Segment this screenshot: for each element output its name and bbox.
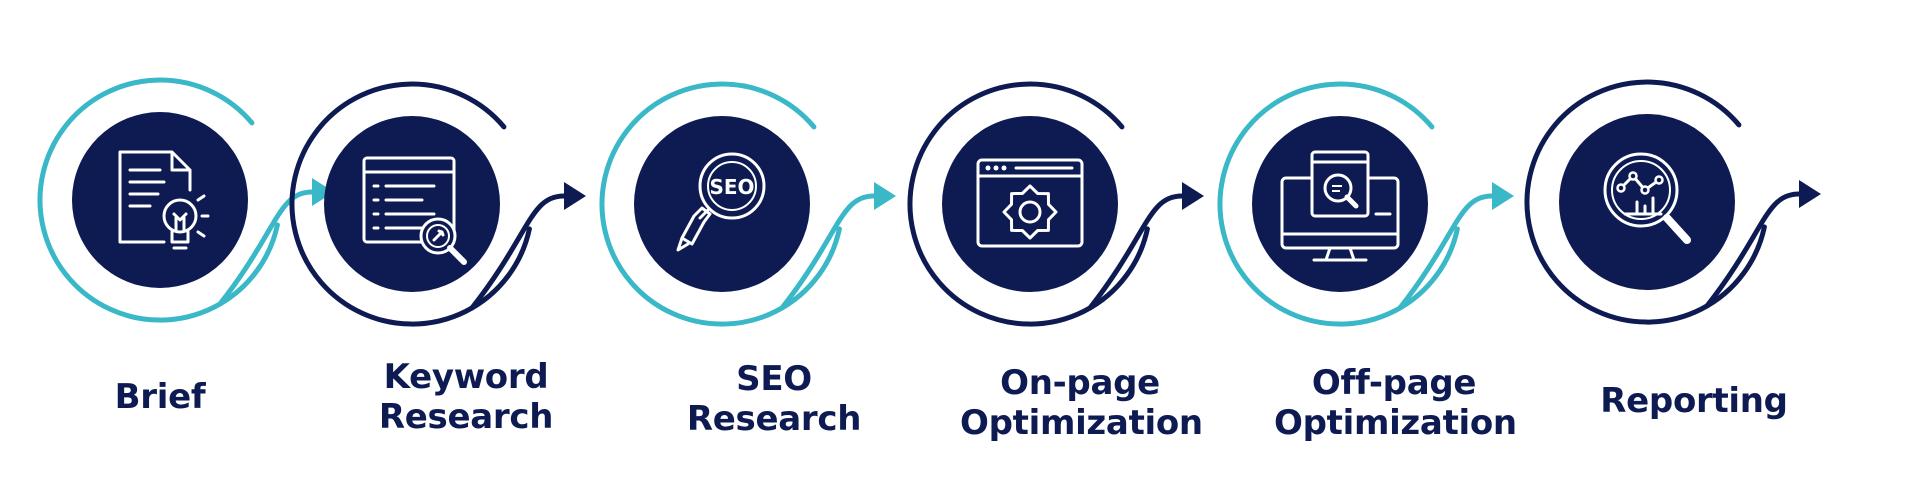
step-circle bbox=[1559, 114, 1735, 290]
connector-curve bbox=[469, 193, 567, 311]
step-4 bbox=[907, 81, 1185, 327]
browser-gear-icon bbox=[976, 158, 1084, 248]
step-label-off-page-optimization: Off-page Optimization bbox=[1274, 363, 1517, 443]
step-label-reporting: Reporting bbox=[1600, 381, 1788, 421]
step-label-on-page-optimization: On-page Optimization bbox=[960, 363, 1203, 443]
analytics-magnifier-icon bbox=[1603, 152, 1691, 244]
connector-curve bbox=[217, 189, 315, 307]
connector-arrowhead bbox=[1799, 180, 1821, 208]
step-3: SEO bbox=[599, 81, 877, 327]
step-label-keyword-research: Keyword Research bbox=[378, 357, 554, 437]
connector-curve bbox=[1397, 193, 1495, 311]
step-circle bbox=[324, 116, 500, 292]
monitor-search-icon bbox=[1280, 150, 1400, 262]
connector-curve bbox=[1087, 193, 1185, 311]
svg-text:SEO: SEO bbox=[709, 175, 754, 199]
document-lightbulb-icon bbox=[118, 150, 210, 250]
seo-magnifier-icon: SEO bbox=[676, 152, 766, 252]
keyword-search-icon bbox=[362, 156, 467, 265]
connector-arrowhead bbox=[1492, 182, 1514, 210]
step-label-seo-research: SEO Research bbox=[686, 359, 862, 439]
step-1 bbox=[37, 77, 315, 323]
connector-arrowhead bbox=[312, 178, 334, 206]
step-6 bbox=[1524, 79, 1802, 325]
step-5 bbox=[1217, 81, 1495, 327]
connector-curve bbox=[779, 193, 877, 311]
connector-arrowhead bbox=[564, 182, 586, 210]
connector-arrowhead bbox=[1182, 182, 1204, 210]
step-circle bbox=[72, 112, 248, 288]
step-2 bbox=[289, 81, 567, 327]
step-circle bbox=[942, 116, 1118, 292]
connector-curve bbox=[1704, 191, 1802, 309]
step-circle bbox=[634, 116, 810, 292]
connector-arrowhead bbox=[874, 182, 896, 210]
step-label-brief: Brief bbox=[114, 377, 206, 417]
